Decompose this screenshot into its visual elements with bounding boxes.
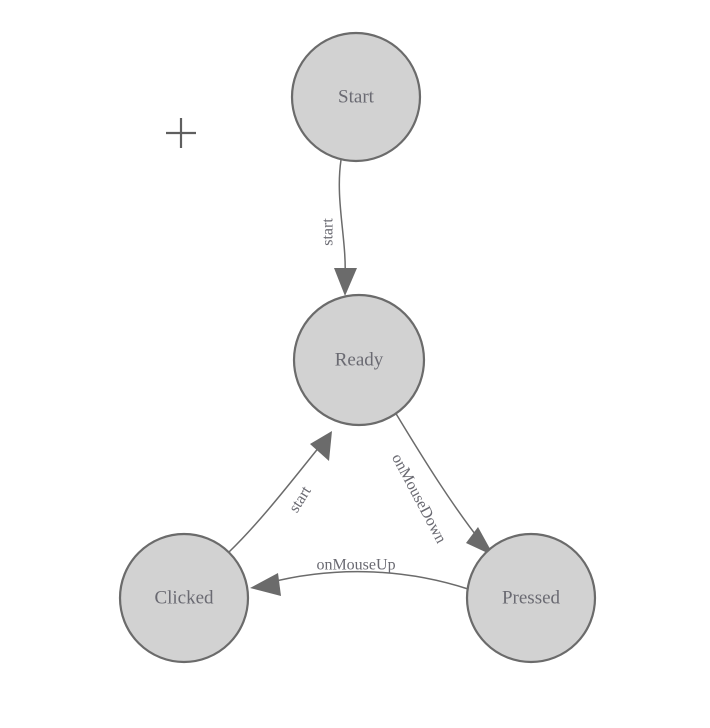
plus-marker-icon[interactable] <box>166 118 196 148</box>
edge-clicked-to-ready[interactable]: start <box>228 431 332 553</box>
edge-path-start-to-ready <box>338 159 346 279</box>
edge-label-start-to-ready: start <box>320 218 337 246</box>
node-clicked-circle <box>118 532 250 664</box>
node-pressed-circle <box>465 532 597 664</box>
node-pressed[interactable]: Pressed <box>465 532 597 664</box>
edge-ready-to-pressed[interactable]: onMouseDown <box>388 411 494 556</box>
arrowhead-ready-to-pressed <box>466 527 494 556</box>
arrowhead-pressed-to-clicked <box>250 573 281 596</box>
node-ready[interactable]: Ready <box>292 293 426 427</box>
edge-start-to-ready[interactable]: start <box>320 159 357 296</box>
edge-label-clicked-to-ready: start <box>286 483 315 516</box>
node-clicked[interactable]: Clicked <box>118 532 250 664</box>
arrowhead-start-to-ready <box>334 268 357 296</box>
edge-label-ready-to-pressed: onMouseDown <box>388 451 449 546</box>
node-ready-label: Ready <box>335 349 384 370</box>
node-start-label: Start <box>338 86 375 107</box>
edge-label-pressed-to-clicked: onMouseUp <box>316 557 395 574</box>
node-start-circle <box>290 31 422 163</box>
node-pressed-label: Pressed <box>502 587 561 608</box>
node-start[interactable]: Start <box>290 31 422 163</box>
edge-pressed-to-clicked[interactable]: onMouseUp <box>250 557 469 596</box>
edge-path-pressed-to-clicked <box>267 570 469 590</box>
node-clicked-label: Clicked <box>154 587 214 608</box>
node-ready-circle <box>292 293 426 427</box>
edge-path-ready-to-pressed <box>394 411 483 544</box>
arrowhead-clicked-to-ready <box>310 431 332 461</box>
edge-path-clicked-to-ready <box>228 445 321 553</box>
